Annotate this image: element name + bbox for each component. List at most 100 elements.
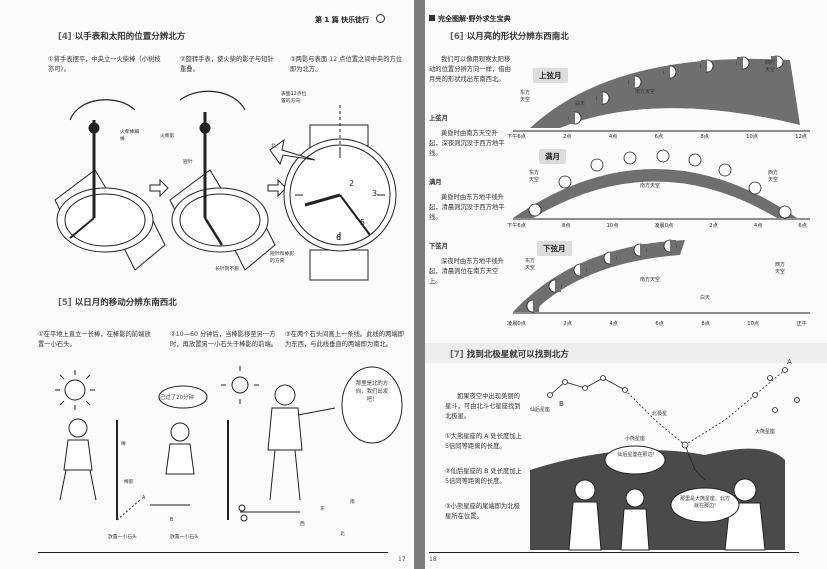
tick-label: 8点 bbox=[701, 321, 710, 327]
sec7-intro: 如果夜空中出现美丽的星斗，可由北斗七星座找到北极星。 bbox=[445, 393, 521, 420]
first-moon-shade bbox=[701, 60, 707, 72]
sec7-point2: ②仙后星座的 B 处长度加上5倍同等距离的长度。 bbox=[445, 468, 522, 485]
cassiopeia-label: 仙后星座 bbox=[530, 407, 551, 413]
tick-label: 8点 bbox=[561, 223, 571, 229]
stick-label: 棒 bbox=[121, 442, 126, 447]
sec4-step2: ②旋转手表，使火柴的影子与短针重叠。 bbox=[180, 56, 274, 73]
bubble-ursa-major: 那里是大熊星座、北方就在那边! bbox=[680, 496, 731, 509]
stone-label-2: 放置一小石头 bbox=[170, 535, 199, 540]
svg-text:2: 2 bbox=[349, 179, 354, 188]
full-moon-icon bbox=[656, 149, 670, 163]
chapter-header: 第 1 篇 快乐徒行 bbox=[315, 14, 385, 25]
page-number: 17 bbox=[398, 556, 406, 563]
tick-label: 4点 bbox=[608, 134, 618, 140]
east-sky-1: 东方天空 bbox=[520, 90, 531, 103]
star-map bbox=[530, 367, 800, 551]
sec5-step1: ①在平地上直立一长棒，在棒影的前端放置一小石头。 bbox=[38, 331, 151, 348]
arc-1 bbox=[530, 58, 800, 128]
last-moon-shade bbox=[580, 264, 586, 276]
constellation-lines bbox=[547, 367, 800, 481]
last-moon-shade bbox=[555, 280, 561, 292]
twelve-label: 表面12点位置的方向 bbox=[281, 92, 307, 104]
tick-label: 4点 bbox=[609, 321, 618, 327]
book-header: 完全图解·野外求生宝典 bbox=[429, 14, 511, 24]
phase1-name: 上弦月 bbox=[429, 115, 448, 122]
stargazers bbox=[568, 445, 766, 551]
tick-label: 6点 bbox=[655, 321, 664, 327]
point-b: B bbox=[170, 518, 174, 523]
point-a: A bbox=[142, 496, 146, 501]
tick-label: 下午6点 bbox=[507, 223, 526, 229]
sec6-intro: 我们可以像用观察太阳移动的位置分辨方向一样，借由月亮的形状找出东南西北。 bbox=[429, 56, 511, 83]
sun-shadow-illustrations bbox=[55, 366, 403, 522]
left-page: 第 1 篇 快乐徒行 [4]以手表和太阳的位置分辨北方 ①将手表摆平，中央立一火… bbox=[0, 0, 414, 569]
stone-label-1: 放置一小石头 bbox=[108, 535, 137, 540]
tick-label: 8点 bbox=[700, 134, 709, 140]
tick-label: 10点 bbox=[747, 321, 760, 327]
tick-label: 凌晨0点 bbox=[507, 321, 526, 327]
sec7-point1: ①大熊星座的 A 处长度加上5倍同等距离的长度。 bbox=[445, 433, 522, 450]
phase3-name: 下弦月 bbox=[429, 243, 448, 250]
phase2-name: 满月 bbox=[429, 179, 442, 186]
west-label: 西 bbox=[300, 522, 305, 527]
section-4-title: [4]以手表和太阳的位置分辨北方 bbox=[58, 30, 185, 42]
arrow-2 bbox=[267, 178, 287, 198]
tick-label: 凌晨0点 bbox=[654, 223, 674, 229]
daytime-1: 白天 bbox=[575, 101, 586, 107]
section-7-title: [7]找到北极星就可以找到北方 bbox=[450, 348, 569, 360]
footer-rule bbox=[429, 552, 799, 553]
section-title: 找到北极星就可以找到北方 bbox=[466, 350, 569, 360]
south-sky-1: 南方天空 bbox=[635, 89, 656, 95]
sec5-step2: ②10—60 分钟后，当棒影移至另一方时，再放置另一小石头于棒影的前端。 bbox=[170, 331, 278, 348]
south-sky-3: 南方天空 bbox=[640, 277, 661, 283]
section-number: [7] bbox=[450, 350, 464, 360]
sec7-point3: ③小熊星座的尾端即为北极星所在位置。 bbox=[445, 503, 520, 520]
full-moon-icon bbox=[718, 163, 732, 177]
last-moon-shade bbox=[670, 240, 676, 252]
moon-phase-diagrams bbox=[513, 55, 810, 314]
minute-label: 长针则不看 bbox=[215, 267, 239, 272]
first-moon-shade bbox=[629, 76, 635, 88]
page-number: 18 bbox=[429, 556, 437, 563]
phase-tag-full: 满月 bbox=[539, 149, 566, 164]
phase-tag-first-quarter: 上弦月 bbox=[533, 68, 568, 83]
match-label: 火柴棒细棒 bbox=[120, 130, 140, 142]
watch-illustrations: 2 3 5 6 bbox=[54, 90, 397, 281]
section-7-band bbox=[425, 343, 827, 363]
north-label: 北 bbox=[271, 144, 276, 149]
sec4-step3: ③两影与表面 12 点位置之间中央的方位即为北方。 bbox=[290, 56, 403, 73]
watch-1 bbox=[54, 99, 166, 271]
phase-tag-last-quarter: 下弦月 bbox=[537, 241, 572, 256]
tick-label: 2点 bbox=[563, 134, 572, 140]
arc-2 bbox=[513, 169, 797, 218]
svg-text:6: 6 bbox=[336, 233, 341, 242]
east-sky-2: 东方天空 bbox=[529, 170, 540, 183]
first-moon-shade bbox=[664, 66, 670, 78]
full-moon-icon bbox=[778, 205, 792, 219]
sec5-step3: ③在两个石头间画上一条线。此线的两端即为东西，与此线垂直的两端即为南北。 bbox=[285, 331, 404, 348]
daytime-3: 白天 bbox=[700, 295, 711, 301]
section-number: [5] bbox=[58, 298, 72, 308]
point-b-label: B bbox=[559, 400, 564, 408]
east-sky-3: 东方天空 bbox=[525, 258, 536, 271]
tick-label: 4点 bbox=[753, 223, 763, 229]
phase2-desc: 黄昏时由东方地平线升起，清晨则沉没于西方地平线。 bbox=[429, 194, 505, 221]
watch-3: 2 3 5 6 bbox=[269, 105, 397, 281]
tick-label: 6点 bbox=[798, 223, 807, 229]
right-page: 完全图解·野外求生宝典 [6]以月亮的形状分辨东西南北 我们可以像用观察太阳移动… bbox=[425, 0, 827, 569]
svg-text:3: 3 bbox=[372, 189, 377, 198]
west-sky-2: 西方天空 bbox=[768, 170, 779, 183]
ursa-minor-label: 小熊星座 bbox=[625, 436, 646, 442]
full-moon-icon bbox=[590, 158, 604, 172]
west-sky-1: 西方天空 bbox=[765, 60, 776, 73]
sec4-step1: ①将手表摆平，中央立一火柴棒（小树枝亦可）。 bbox=[48, 56, 161, 73]
last-moon-shade bbox=[533, 300, 539, 312]
svg-text:5: 5 bbox=[360, 218, 365, 227]
section-title: 以手表和太阳的位置分辨北方 bbox=[74, 32, 186, 42]
polaris-label: 北极星 bbox=[652, 411, 668, 417]
hour-label: 短针 bbox=[183, 160, 193, 165]
tick-label: 正午 bbox=[796, 321, 807, 327]
footer-rule bbox=[38, 552, 388, 553]
full-moon-icon bbox=[623, 151, 637, 165]
